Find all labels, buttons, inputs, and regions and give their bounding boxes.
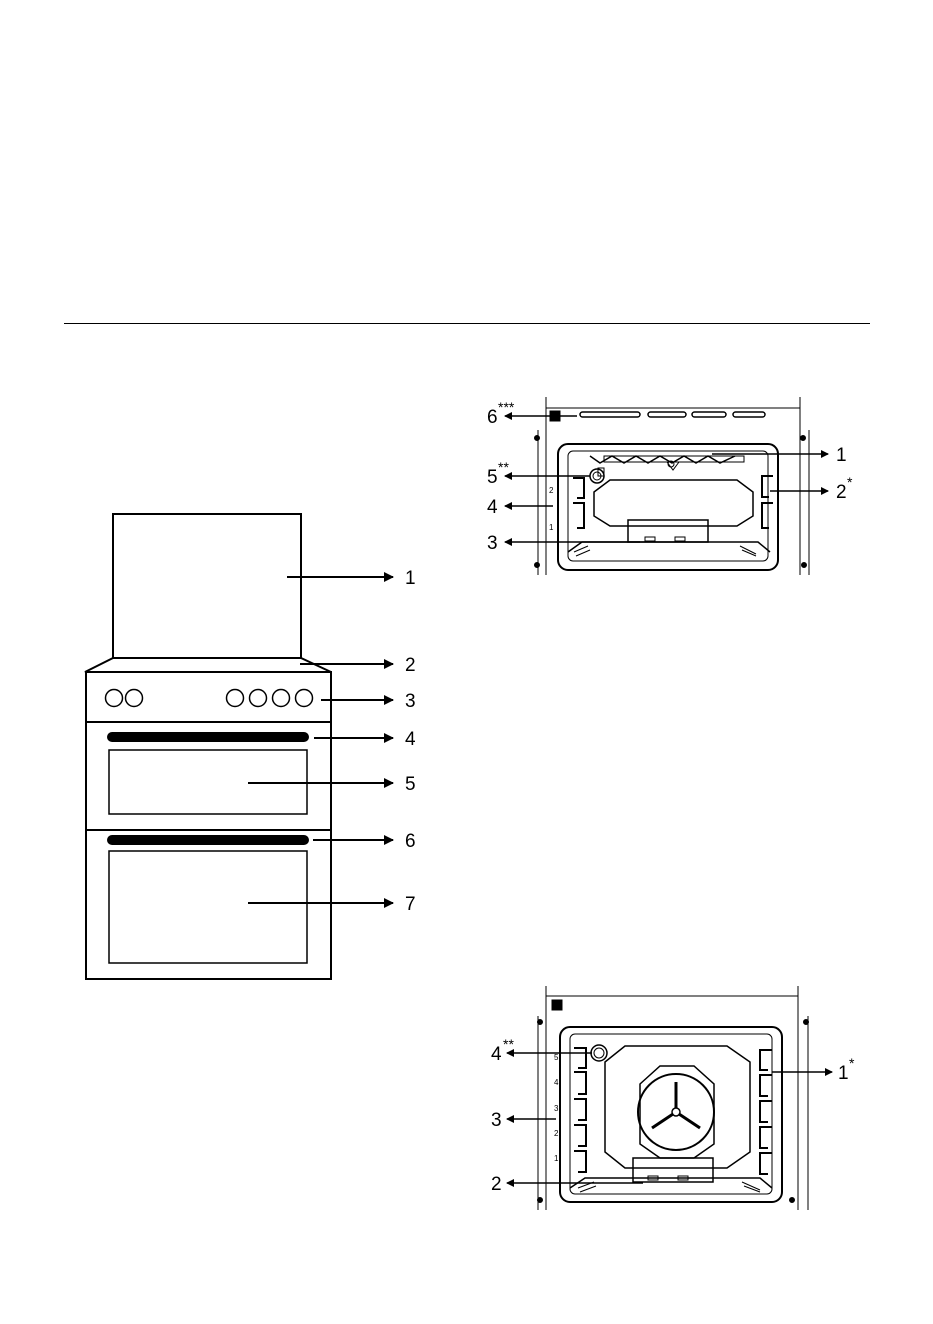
control-knob [296,690,313,707]
top-oven-interior-diagram [535,397,810,575]
oven-floor [568,542,770,552]
fan-blade [652,1114,673,1128]
cooker-front-diagram [85,514,331,979]
control-knob [126,690,143,707]
top-oven-shelf-levels: 2 1 [549,486,554,532]
shelf-level-label: 4 [554,1078,559,1087]
cabinet-screw [790,1198,795,1203]
shelf-level-label: 2 [554,1129,559,1138]
cooker-body [86,672,331,979]
callout-mark: ** [503,1036,514,1052]
cabinet-screw [538,1198,543,1203]
cabinet-screw [538,1020,543,1025]
shelf-level-label: 5 [554,1053,559,1062]
callout-label: 6 [405,831,416,852]
cooker-hob [85,658,331,672]
callout-mark: * [847,474,853,490]
cabinet-screw [804,1020,809,1025]
callout-label: 1 [838,1063,849,1084]
main-oven-interior-diagram [538,986,809,1210]
callout-label: 3 [491,1110,502,1131]
oven-light [591,1045,607,1061]
callout-label: 7 [405,894,416,915]
control-knob [273,690,290,707]
control-knob [250,690,267,707]
callout-label: 5 [487,467,498,488]
cabinet-screw [801,436,806,441]
main-oven-handle [108,836,308,844]
cabinet-screw [535,563,540,568]
shelf-level-label: 3 [554,1104,559,1113]
callout-label: 4 [491,1044,502,1065]
fan-blade [679,1114,700,1128]
cabinet-screw [535,436,540,441]
callout-label: 3 [405,691,416,712]
shelf-runner-left [574,1048,586,1172]
control-knob [106,690,123,707]
main-oven-window [109,851,307,963]
shelf-runner-left [573,478,584,528]
shelf-level-label: 2 [549,486,554,495]
oven-back-panel [594,480,753,526]
callout-label: 2 [405,655,416,676]
callout-label: 3 [487,533,498,554]
oven-floor-tab [628,520,708,542]
callout-label: 4 [405,729,416,750]
callout-mark: *** [498,399,515,415]
grill-vent-slots [580,412,765,417]
cooker-lid [113,514,301,658]
vent-screw [552,1000,562,1010]
cabinet-screw [802,563,807,568]
callout-label: 4 [487,497,498,518]
top-oven-handle [108,733,308,741]
control-knob [227,690,244,707]
cooker-front-labels: 1 2 3 4 5 6 7 [405,568,416,915]
fan-cover [640,1066,714,1158]
callout-mark: * [849,1055,855,1071]
shelf-runner-right [760,1050,772,1174]
main-oven-shelf-levels: 5 4 3 2 1 [554,1053,559,1163]
callout-label: 1 [405,568,416,589]
callout-label: 2 [491,1174,502,1195]
callout-label: 5 [405,774,416,795]
shelf-level-label: 1 [549,523,554,532]
callout-label: 6 [487,407,498,428]
callout-label: 2 [836,482,847,503]
callout-label: 1 [836,445,847,466]
oven-light-inner [594,1048,604,1058]
callout-mark: ** [498,459,509,475]
shelf-level-label: 1 [554,1154,559,1163]
